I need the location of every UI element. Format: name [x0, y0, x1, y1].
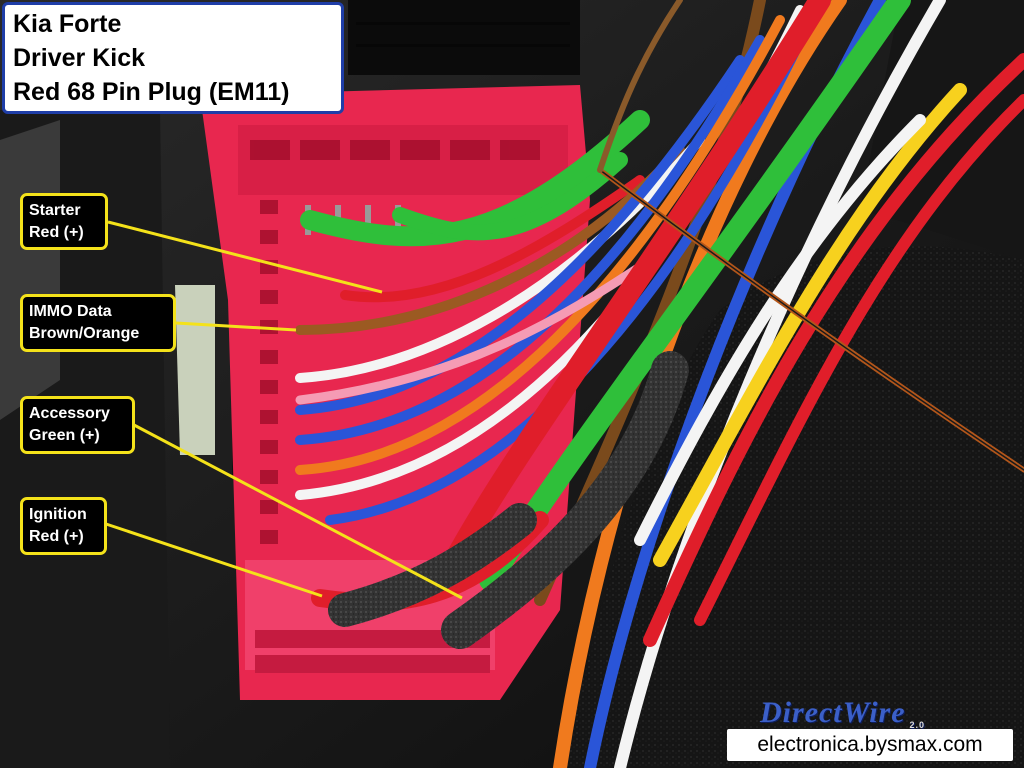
- callout-starter: Starter Red (+): [20, 193, 108, 250]
- title-box: Kia Forte Driver Kick Red 68 Pin Plug (E…: [2, 2, 344, 114]
- callout-accessory: Accessory Green (+): [20, 396, 135, 454]
- callout-ignition: Ignition Red (+): [20, 497, 107, 555]
- left-bracket: [0, 120, 60, 420]
- felt-cover: [560, 246, 1024, 768]
- title-line-1: Kia Forte: [13, 10, 122, 38]
- title-line-2: Driver Kick: [13, 44, 146, 72]
- callout-accessory-line1: Accessory: [29, 405, 110, 422]
- immo-leader: [175, 321, 297, 332]
- title-line-3: Red 68 Pin Plug (EM11): [13, 78, 290, 106]
- callout-starter-line1: Starter: [29, 202, 81, 219]
- accessory-leader: [133, 423, 463, 600]
- callout-ignition-line1: Ignition: [29, 506, 87, 523]
- starter-leader: [107, 220, 383, 294]
- white-clip: [175, 285, 215, 455]
- watermark-url: electronica.bysmax.com: [727, 729, 1013, 761]
- callout-accessory-line2: Green (+): [29, 427, 100, 444]
- logo-text: DirectWire: [760, 696, 906, 729]
- ignition-leader: [105, 522, 323, 598]
- callout-ignition-line2: Red (+): [29, 528, 84, 545]
- callout-immo-line2: Brown/Orange: [29, 325, 140, 342]
- leader-lines: [105, 220, 463, 600]
- callout-starter-line2: Red (+): [29, 224, 84, 241]
- wire-bundle: [295, 0, 1024, 768]
- callout-immo-line1: IMMO Data: [29, 303, 112, 320]
- logo-version: 2.0: [909, 720, 926, 730]
- callout-immo: IMMO Data Brown/Orange: [20, 294, 176, 352]
